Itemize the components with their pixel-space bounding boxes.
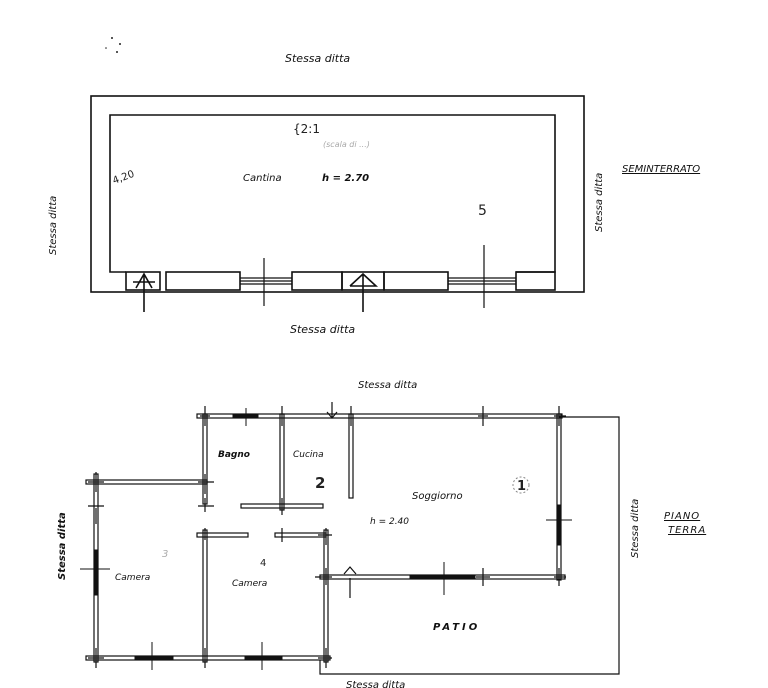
openings (80, 402, 572, 670)
ground-floor-plan: Stessa ditta (57, 380, 706, 688)
wall-pier (291, 271, 343, 291)
hand-note: 2 (315, 474, 325, 492)
specks (105, 37, 121, 53)
basement-outer-wall (90, 95, 585, 293)
wall-pier (383, 271, 449, 291)
hand-note: 4,20 (111, 169, 136, 187)
basement-plan: Stessa ditta Cantina h = 2.70 {2:1 (scal… (48, 52, 700, 336)
entry-arrow-icon (326, 402, 338, 419)
room-label-camera-left: Camera (115, 573, 150, 583)
wall-posts (88, 406, 566, 668)
neighbor-label-top: Stessa ditta (285, 52, 350, 65)
room-height-cantina: h = 2.70 (322, 173, 369, 184)
window-2 (448, 245, 516, 308)
window-1 (240, 258, 292, 306)
entry-arrow-icon (343, 566, 357, 598)
hand-note: {2:1 (293, 122, 320, 136)
faint-note: (scala di ...) (323, 140, 370, 149)
hand-note: 5 (478, 203, 487, 219)
entry-arrow-icon (133, 272, 155, 312)
neighbor-label-bottom: Stessa ditta (346, 680, 405, 688)
room-height-soggiorno: h = 2.40 (370, 517, 409, 527)
room-label-camera-right: Camera (232, 579, 267, 589)
entry-arrow-icon (349, 272, 379, 312)
room-label-cantina: Cantina (243, 173, 282, 184)
level-label-piano: PIANO (664, 511, 700, 522)
level-label-terra: TERRA (668, 525, 706, 536)
neighbor-label-top: Stessa ditta (358, 380, 417, 391)
neighbor-label-right: Stessa ditta (594, 173, 605, 232)
neighbor-label-bottom: Stessa ditta (290, 323, 355, 336)
wall-pier (515, 271, 556, 291)
room-label-soggiorno: Soggiorno (412, 491, 463, 502)
hand-circle (512, 476, 530, 494)
neighbor-label-left: Stessa ditta (57, 512, 68, 580)
room-label-patio: PATIO (433, 622, 480, 633)
neighbor-label-left: Stessa ditta (48, 196, 59, 255)
room-label-cucina: Cucina (293, 450, 324, 460)
patio-boundary (319, 416, 620, 675)
wall-pier (165, 271, 241, 291)
hand-note: 4 (260, 558, 266, 569)
level-label-seminterrato: SEMINTERRATO (622, 164, 700, 175)
neighbor-label-right: Stessa ditta (630, 499, 641, 558)
hand-note: 3 (162, 549, 168, 560)
door-1 (125, 271, 161, 291)
hand-note: 1 (517, 479, 526, 494)
room-label-bagno: Bagno (218, 450, 250, 460)
basement-inner-wall (109, 114, 556, 273)
